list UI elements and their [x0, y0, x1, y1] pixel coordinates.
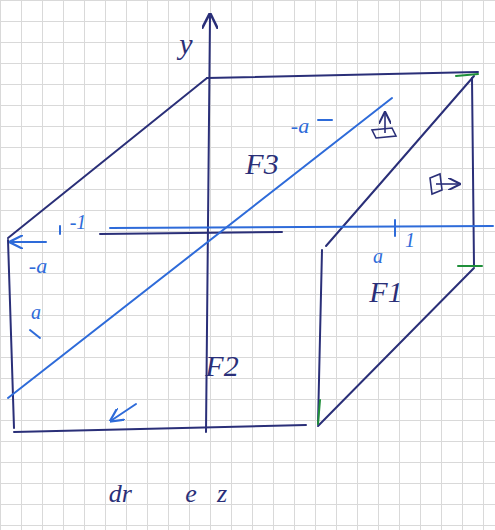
axis-label: dr⃗ ∥ e⃗z [107, 480, 229, 508]
cube-edges [8, 16, 478, 432]
axis-label: -a [27, 254, 49, 278]
axis-label: a [371, 245, 385, 267]
axis-label: F1 [367, 276, 404, 308]
axis-label: y [177, 28, 194, 60]
blue-axes [8, 98, 493, 420]
green-marks [318, 74, 482, 424]
axis-label: -a [289, 114, 311, 138]
axis-label: F3 [243, 148, 280, 180]
axis-label: a [29, 301, 43, 323]
axis-label: F2 [203, 350, 240, 382]
normal-symbols [372, 114, 458, 194]
axis-label: 1 [403, 229, 417, 251]
axis-label: -1 [68, 211, 89, 233]
